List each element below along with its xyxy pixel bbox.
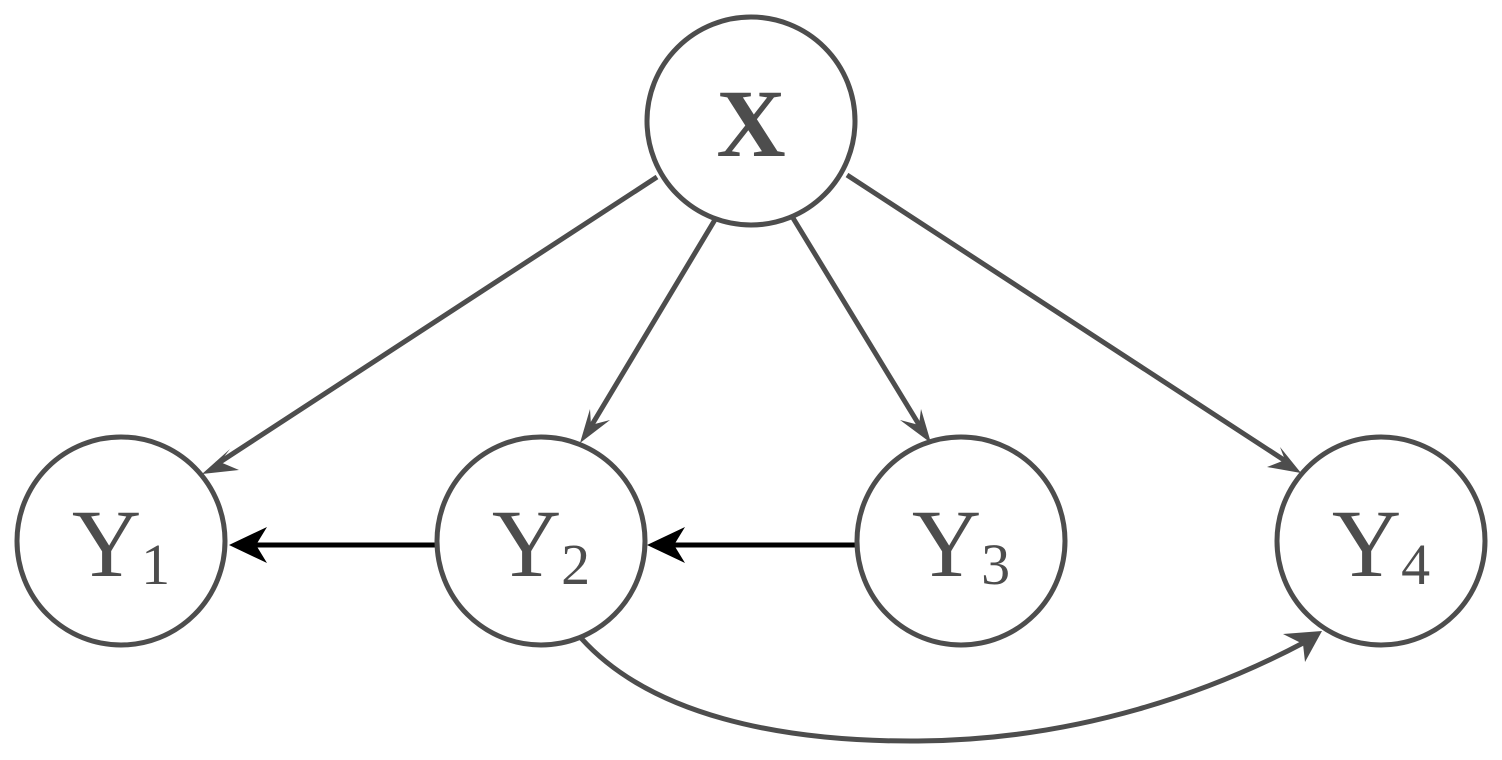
edge-y3-to-y2 [647, 527, 857, 563]
node-y2-letter: Y [492, 490, 561, 597]
edge-y2-to-y4 [579, 631, 1322, 744]
node-y4-subscript: 4 [1401, 532, 1430, 597]
node-y4: Y4 [1274, 434, 1488, 648]
node-x: X [644, 14, 858, 228]
edge-y2-to-y1 [229, 527, 437, 563]
node-y2-label: Y2 [492, 490, 590, 597]
node-y3-letter: Y [912, 490, 981, 597]
node-y3: Y3 [854, 434, 1068, 648]
node-y2: Y2 [434, 434, 648, 648]
node-y4-label: Y4 [1332, 490, 1430, 597]
edge-x-to-y2 [580, 216, 719, 443]
node-y4-letter: Y [1332, 490, 1401, 597]
node-y3-label: Y3 [912, 490, 1010, 597]
edge-x-to-y3 [790, 216, 931, 443]
node-y1: Y1 [14, 434, 228, 648]
node-y1-letter: Y [72, 490, 141, 597]
node-x-label: X [716, 70, 785, 177]
edge-x-to-y1 [202, 174, 659, 474]
node-y3-subscript: 3 [981, 532, 1010, 597]
node-y1-subscript: 1 [141, 532, 170, 597]
node-y1-label: Y1 [72, 490, 170, 597]
edge-x-to-y4 [845, 172, 1301, 473]
node-y2-subscript: 2 [561, 532, 590, 597]
